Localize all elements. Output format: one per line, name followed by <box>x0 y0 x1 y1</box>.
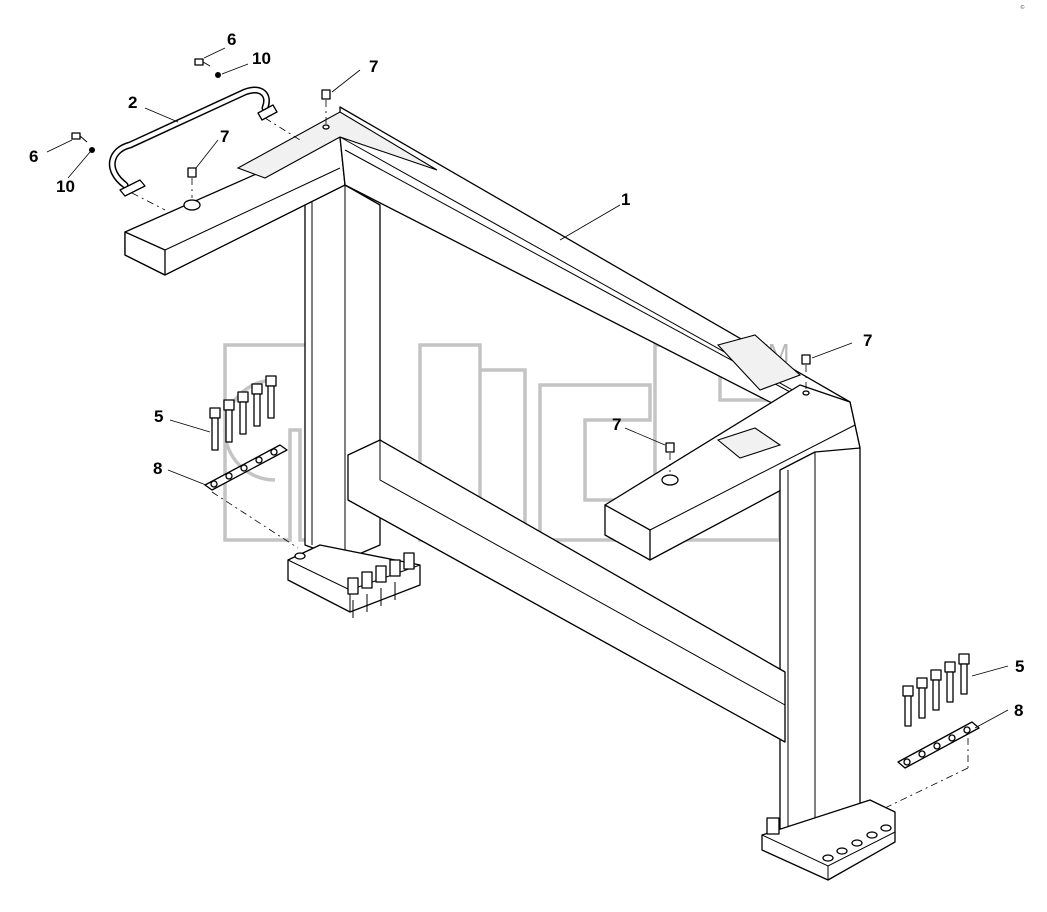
callout-5-right: 5 <box>1015 657 1024 676</box>
washer-10-top <box>215 72 221 78</box>
left-foot-bolts <box>347 552 415 618</box>
screw-6-left <box>71 132 88 143</box>
callout-7-d: 7 <box>612 415 621 434</box>
callout-7-c: 7 <box>863 331 872 350</box>
corner-mark: © <box>1020 4 1025 11</box>
callout-6-top: 6 <box>227 30 236 49</box>
frame-part-1 <box>124 106 861 831</box>
callout-1: 1 <box>621 190 630 209</box>
screw-6-top <box>194 58 211 67</box>
callout-5-left: 5 <box>154 407 163 426</box>
callout-7-b: 7 <box>220 127 229 146</box>
set-screw-7-a <box>321 89 331 130</box>
left-foot-plate <box>287 544 421 618</box>
callout-labels: 1 2 6 10 6 10 7 7 7 7 5 8 5 8 <box>29 30 1024 720</box>
right-foot-plate <box>761 799 896 881</box>
leader-lines <box>46 47 1009 729</box>
callout-2: 2 <box>128 93 137 112</box>
fasteners <box>71 58 811 486</box>
set-screw-7-b <box>183 167 201 211</box>
callout-8-right: 8 <box>1014 701 1023 720</box>
right-foot-bolt <box>766 817 780 835</box>
callout-8-left: 8 <box>153 459 162 478</box>
callout-7-a: 7 <box>369 57 378 76</box>
callout-10-top: 10 <box>252 49 271 68</box>
callout-6-left: 6 <box>29 147 38 166</box>
washer-10-left <box>89 147 95 153</box>
handle-part-2 <box>108 86 301 211</box>
bolt-set-5-left <box>209 375 277 451</box>
strip-8-right <box>884 721 980 809</box>
set-screw-7-d <box>661 442 679 486</box>
set-screw-7-c <box>801 354 811 396</box>
bolt-set-5-right <box>902 653 970 727</box>
strip-8-left <box>204 444 299 549</box>
callout-10-left: 10 <box>56 177 75 196</box>
